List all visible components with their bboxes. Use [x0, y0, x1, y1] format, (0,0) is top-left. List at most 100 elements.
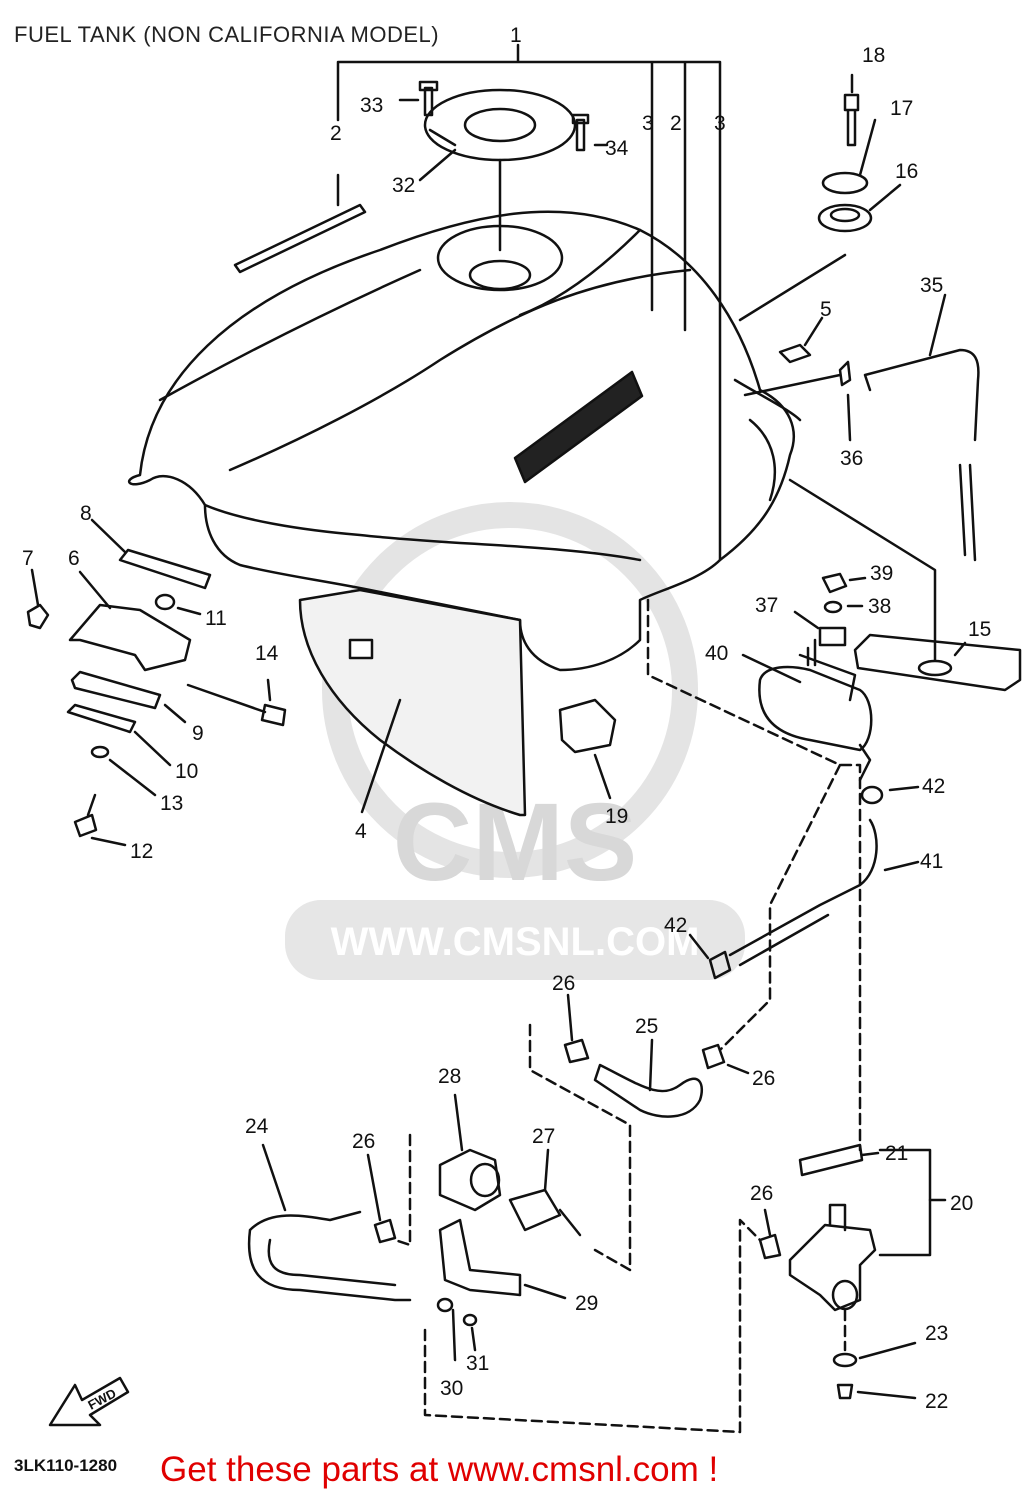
part-38-washer [823, 600, 843, 614]
part-25-hose [593, 1063, 704, 1118]
callout-42a: 42 [922, 775, 945, 798]
callout-23: 23 [925, 1322, 948, 1345]
callout-3b: 3 [714, 112, 726, 135]
callout-1: 1 [510, 24, 522, 47]
part-9-plate [70, 670, 162, 710]
part-21-strip [798, 1143, 864, 1177]
part-6-bracket [68, 603, 192, 672]
diagram-code: 3LK110-1280 [14, 1456, 118, 1475]
callout-19: 19 [605, 805, 628, 828]
part-40-filter [758, 665, 873, 752]
part-12-bolt [73, 793, 98, 838]
part-37-grommet [818, 626, 847, 647]
callout-21: 21 [885, 1142, 908, 1165]
callout-5: 5 [820, 298, 832, 321]
callout-36: 36 [840, 447, 863, 470]
callout-14: 14 [255, 642, 279, 665]
part-5 [778, 343, 812, 364]
callout-26c: 26 [352, 1130, 375, 1153]
callout-18: 18 [862, 44, 885, 67]
part-26-clamp-c [373, 1218, 397, 1244]
callout-26a: 26 [552, 972, 575, 995]
part-18-bolt [843, 93, 860, 147]
callout-4: 4 [355, 820, 367, 843]
part-11 [154, 593, 176, 611]
callout-42b: 42 [664, 914, 687, 937]
part-35-hose [863, 348, 980, 562]
part-42-clamp-upper [860, 785, 884, 805]
parts-link-banner[interactable]: Get these parts at www.cmsnl.com ! [160, 1450, 719, 1489]
part-2-stripe [233, 203, 367, 274]
callout-31: 31 [466, 1352, 489, 1375]
callout-2b: 2 [670, 112, 682, 135]
part-26-clamp-d [758, 1233, 782, 1260]
callout-35: 35 [920, 274, 943, 297]
part-36 [838, 360, 852, 387]
part-29-bracket [438, 1218, 522, 1297]
callout-29: 29 [575, 1292, 598, 1315]
callout-10: 10 [175, 760, 198, 783]
part-22-bolt [836, 1383, 854, 1400]
fuel-tank [127, 210, 795, 672]
callout-24: 24 [245, 1115, 269, 1138]
part-20-fuel-cock [788, 1223, 877, 1312]
part-23-washer [832, 1352, 858, 1368]
callout-34: 34 [605, 137, 629, 160]
callout-40: 40 [705, 642, 728, 665]
callout-37: 37 [755, 594, 778, 617]
part-34-bolt [571, 113, 609, 152]
callout-labels: 1 2 3 2 3 4 5 6 7 8 9 10 11 12 13 14 15 … [22, 24, 991, 1413]
callout-11: 11 [205, 607, 227, 630]
part-26-clamp-b [701, 1043, 726, 1070]
part-26-clamp-a [563, 1038, 590, 1064]
part-39-nut [821, 572, 848, 594]
part-10 [66, 703, 137, 734]
part-15-cover [853, 633, 1022, 692]
callout-12: 12 [130, 840, 153, 863]
callout-6: 6 [68, 547, 80, 570]
fwd-arrow-icon [48, 1376, 130, 1427]
part-27-filter [508, 1188, 582, 1237]
part-24-hose [247, 1210, 412, 1302]
part-42-clamp-lower [708, 950, 732, 980]
part-19-damper [558, 698, 617, 754]
part-14-bolt [186, 683, 287, 727]
callout-17: 17 [890, 97, 913, 120]
callout-22: 22 [925, 1390, 948, 1413]
callout-25: 25 [635, 1015, 658, 1038]
callout-9: 9 [192, 722, 204, 745]
callout-2: 2 [330, 122, 342, 145]
part-20-bracket [878, 1148, 932, 1257]
callout-3: 3 [642, 112, 654, 135]
part-28-cock-body [438, 1148, 502, 1212]
callout-27: 27 [532, 1125, 555, 1148]
callout-39: 39 [870, 562, 893, 585]
part-13 [90, 745, 110, 759]
leader-1 [336, 43, 722, 562]
part-17-washer [821, 171, 869, 195]
part-30-screw [436, 1297, 454, 1313]
part-31-washer [462, 1313, 478, 1327]
callout-33: 33 [360, 94, 383, 117]
callout-16: 16 [895, 160, 918, 183]
watermark-url: WWW.CMSNL.COM [331, 920, 700, 964]
callout-26b: 26 [752, 1067, 775, 1090]
callout-38: 38 [868, 595, 891, 618]
callout-32: 32 [392, 174, 415, 197]
part-16-grommet [817, 203, 873, 233]
part-32-cap [423, 88, 577, 162]
callout-28: 28 [438, 1065, 461, 1088]
callout-13: 13 [160, 792, 183, 815]
part-8-bracket [118, 548, 212, 590]
page-title: FUEL TANK (NON CALIFORNIA MODEL) [14, 22, 440, 47]
callout-26d: 26 [750, 1182, 773, 1205]
callout-15: 15 [968, 618, 991, 641]
callout-20: 20 [950, 1192, 973, 1215]
part-7-clip [26, 603, 50, 630]
yamaha-badge [513, 370, 644, 484]
callout-30: 30 [440, 1377, 463, 1400]
callout-8: 8 [80, 502, 92, 525]
callout-7: 7 [22, 547, 34, 570]
part-33-bolt [418, 80, 439, 117]
